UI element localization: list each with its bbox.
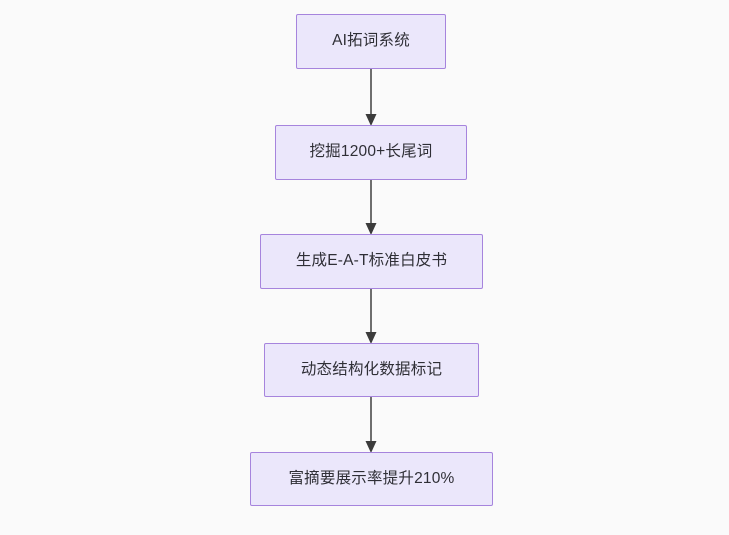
flow-node-label: AI拓词系统 bbox=[332, 32, 410, 50]
edge-n2-n3 bbox=[363, 180, 379, 236]
flow-node-dynamic-structured-data-markup[interactable]: 动态结构化数据标记 bbox=[264, 343, 479, 397]
flow-node-generate-eat-whitepaper[interactable]: 生成E-A-T标准白皮书 bbox=[260, 234, 483, 289]
flow-node-ai-keyword-system[interactable]: AI拓词系统 bbox=[296, 14, 446, 69]
flow-node-label: 生成E-A-T标准白皮书 bbox=[295, 252, 448, 270]
flow-node-mine-longtail-keywords[interactable]: 挖掘1200+长尾词 bbox=[275, 125, 467, 180]
flow-node-rich-snippet-rate-increase[interactable]: 富摘要展示率提升210% bbox=[250, 452, 493, 506]
edge-n3-n4 bbox=[363, 289, 379, 345]
flow-node-label: 富摘要展示率提升210% bbox=[288, 469, 455, 487]
edge-n1-n2 bbox=[363, 69, 379, 127]
flow-node-label: 挖掘1200+长尾词 bbox=[309, 143, 433, 161]
flow-node-label: 动态结构化数据标记 bbox=[300, 360, 443, 378]
edge-n4-n5 bbox=[363, 397, 379, 454]
